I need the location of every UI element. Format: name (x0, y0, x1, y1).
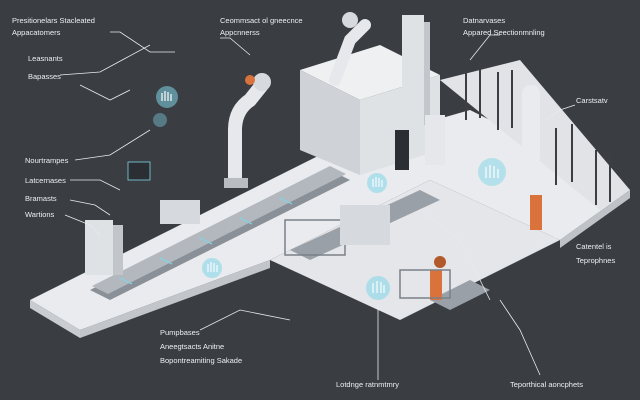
label-left-3: Nourtrampes (25, 156, 69, 165)
machine-tall-right (425, 115, 445, 165)
floor-front (270, 180, 560, 320)
machine-tower-side (424, 22, 430, 125)
machine-tower (402, 15, 424, 125)
left-cabinet-side (113, 225, 123, 275)
right-racks (465, 62, 611, 205)
left-machines (85, 161, 200, 275)
hand-icon-5 (202, 258, 222, 278)
label-top-center-2: Appcnnerss (220, 28, 260, 37)
robot-arm-left (224, 73, 271, 188)
label-right-1: Carstsatv (576, 96, 608, 105)
left-cabinet (85, 220, 113, 275)
floor-front-edge (80, 260, 270, 338)
callout-lines (59, 31, 576, 380)
floor-main-edge (30, 300, 80, 338)
conveyor-highlights (119, 197, 293, 285)
hand-icon-6 (366, 276, 390, 300)
label-right-3: Teprophnes (576, 256, 616, 265)
label-top-right-1: Datnarvases (463, 16, 506, 25)
machine-left (300, 70, 360, 175)
label-top-left-2: Appacatomers (12, 28, 61, 37)
label-left-2: Bapasses (28, 72, 61, 81)
right-cylinder (522, 85, 540, 165)
label-bottom-4: Lotdnge ratnmtmry (336, 380, 399, 389)
conveyor-right (430, 280, 490, 310)
hand-icon-4 (478, 158, 506, 186)
robot-arm-top (329, 12, 371, 86)
label-left-4: Latcernases (25, 176, 66, 185)
conveyor-belt-top (92, 166, 346, 294)
hand-icon-3 (367, 173, 387, 193)
label-right-2: Catentel is (576, 242, 612, 251)
hand-icon-2 (153, 113, 167, 127)
left-screen (127, 161, 151, 181)
label-bottom-5: Teporthical aoncphets (510, 380, 583, 389)
label-left-1: Leasnants (28, 54, 63, 63)
label-top-center-1: Ceommsact ol gneecnce (220, 16, 303, 25)
right-orange-unit (530, 195, 542, 230)
label-bottom-2: Aneegtsacts Anitne (160, 342, 225, 351)
central-machine (300, 15, 445, 175)
label-bottom-3: Bopontreamiting Sakade (160, 356, 243, 365)
label-top-left-1: Presitionelars Stacleated (12, 16, 95, 25)
floor-right-edge (560, 190, 630, 248)
label-top-right-2: Appared Seectionmnling (463, 28, 545, 37)
machine-panel (395, 130, 409, 170)
label-left-6: Wartions (25, 210, 55, 219)
robot-arm-front (430, 256, 446, 300)
front-workbench (284, 205, 451, 299)
left-workstation (160, 200, 200, 224)
hand-icon-1 (156, 86, 178, 108)
label-left-5: Bramasts (25, 194, 57, 203)
label-bottom-1: Pumpbases (160, 328, 200, 337)
